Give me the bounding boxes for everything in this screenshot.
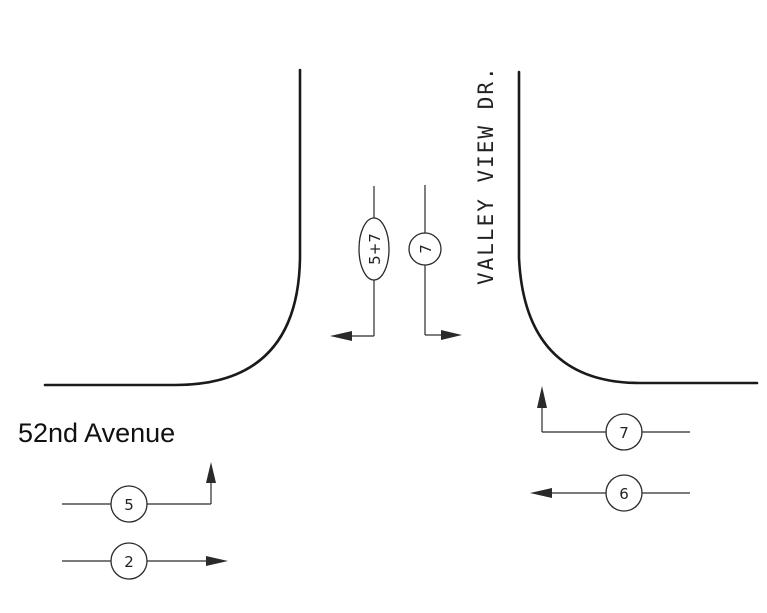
curb-northwest bbox=[43, 68, 302, 387]
volume-circle bbox=[408, 232, 442, 266]
movement-eastbound-left: 5 bbox=[62, 462, 216, 523]
volume-circle bbox=[605, 474, 643, 512]
volume-circle bbox=[605, 413, 643, 451]
volume-label: 7 bbox=[417, 244, 435, 254]
movement-southbound-left: 5+7 bbox=[330, 186, 390, 341]
volume-oval bbox=[358, 217, 390, 281]
volume-label: 7 bbox=[619, 424, 629, 442]
arrow-left-icon bbox=[330, 331, 352, 341]
arrow-up-icon bbox=[206, 462, 216, 483]
valley-view-dr-label: VALLEY VIEW DR. bbox=[474, 65, 498, 285]
movement-westbound-through: 6 bbox=[530, 474, 690, 512]
volume-label: 6 bbox=[619, 485, 629, 503]
arrow-up-icon bbox=[537, 386, 547, 408]
movement-westbound-right: 7 bbox=[537, 386, 690, 451]
movement-southbound-right: 7 bbox=[408, 185, 462, 340]
volume-label: 5 bbox=[124, 496, 134, 514]
volume-label: 2 bbox=[124, 553, 134, 571]
volume-circle bbox=[110, 485, 148, 523]
volume-label: 5+7 bbox=[366, 233, 384, 265]
52nd-avenue-label: 52nd Avenue bbox=[18, 418, 175, 448]
arrow-right-icon bbox=[206, 556, 228, 566]
arrow-right-icon bbox=[441, 330, 462, 340]
arrow-left-icon bbox=[530, 488, 552, 498]
curb-northeast bbox=[517, 70, 759, 385]
volume-circle bbox=[110, 542, 148, 580]
movement-eastbound-through: 2 bbox=[62, 542, 228, 580]
